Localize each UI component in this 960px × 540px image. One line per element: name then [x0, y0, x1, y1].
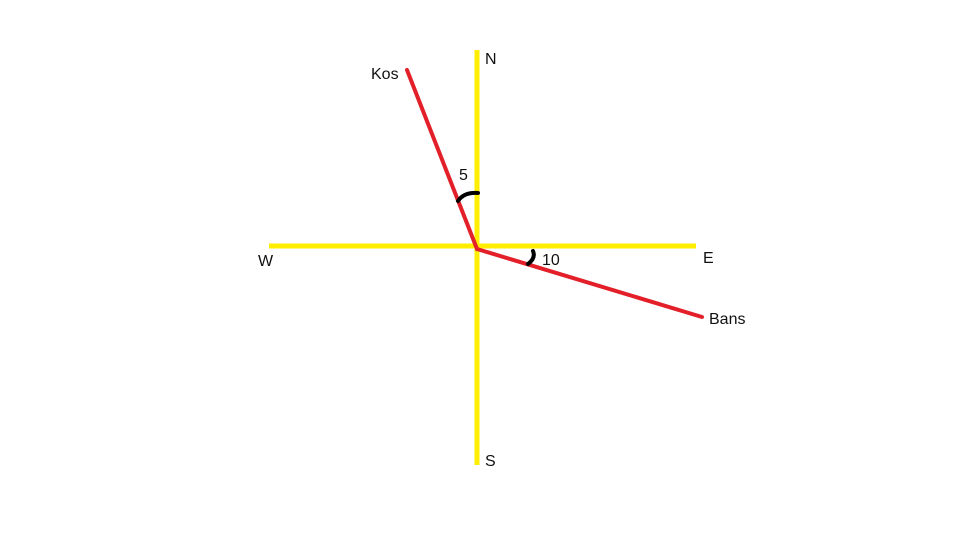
- bans-label: Bans: [709, 311, 745, 328]
- bans-angle-label: 10: [542, 252, 560, 269]
- east-label: E: [703, 250, 714, 267]
- route-to-kos: [405, 68, 479, 251]
- south-label: S: [485, 453, 496, 470]
- angle-arcs: [456, 190, 536, 266]
- route-to-bans: [475, 247, 704, 319]
- west-label: W: [258, 253, 274, 270]
- kos-angle-label: 5: [459, 167, 468, 184]
- compass-axes: [269, 50, 696, 465]
- north-label: N: [485, 51, 497, 68]
- bans-angle-arc: [526, 249, 536, 266]
- kos-angle-arc: [456, 190, 480, 203]
- kos-label: Kos: [371, 66, 399, 83]
- routes: [405, 68, 704, 319]
